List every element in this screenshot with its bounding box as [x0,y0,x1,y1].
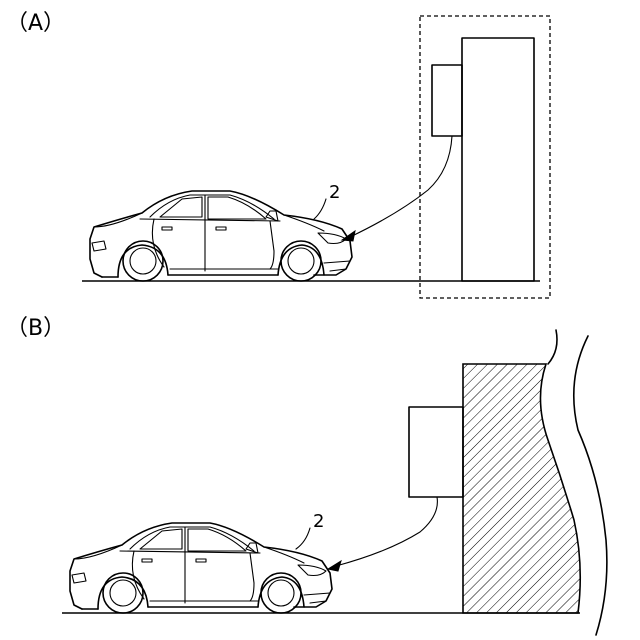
leader-line-a [314,199,326,219]
charging-station-boundary [420,16,550,298]
vehicle-a [90,191,352,281]
panel-b-label: （B） [6,316,65,341]
vehicle-b [70,523,332,613]
wall-charger-unit [409,407,463,497]
leader-line-b [296,528,310,549]
charger-pillar [462,38,534,281]
panel-a-label: （A） [6,11,65,36]
vehicle-reference-b: 2 [313,511,324,532]
break-line-inner [548,330,557,364]
charger-unit [432,65,462,136]
cable-arrowhead-b [328,561,341,571]
vehicle-reference-a: 2 [329,182,340,203]
panel-a: （A） 2 [6,11,550,298]
panel-b: （B） 2 [6,316,607,635]
building-wall [463,364,580,613]
charging-cable-b [336,497,437,566]
charging-cable-a [350,136,452,237]
